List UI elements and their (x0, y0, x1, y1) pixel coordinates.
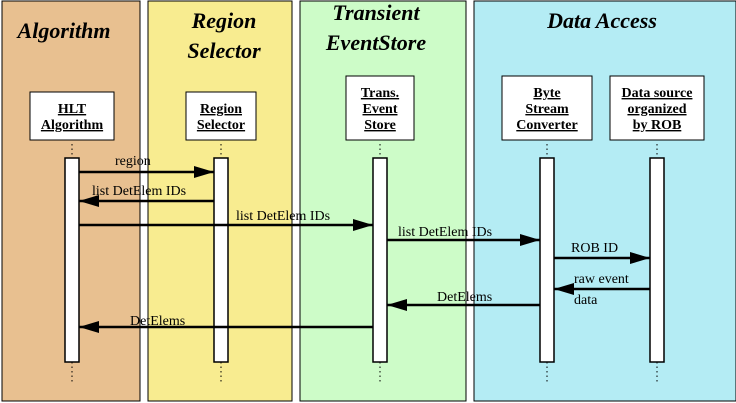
activation-bar (213, 157, 229, 363)
lifeline-label: HLT (58, 102, 87, 117)
activation-bar (649, 157, 665, 363)
message-label: region (115, 154, 151, 169)
message-label: list DetElem IDs (236, 209, 330, 224)
message-label: list DetElem IDs (398, 225, 492, 240)
column-data-access-background (473, 0, 736, 402)
message-label: data (574, 293, 598, 308)
lifeline-label: Selector (197, 118, 245, 133)
lifeline-label: Data source (622, 86, 693, 101)
column-data-access: Data Access (473, 0, 736, 402)
column-title: EventStore (325, 30, 426, 55)
message-detelems-2: DetElems (79, 314, 373, 333)
lifeline-label: Event (363, 102, 398, 117)
lifeline-label: Stream (525, 102, 569, 117)
lifeline-box (185, 91, 257, 141)
message-label: DetElems (437, 290, 492, 305)
lifeline-label: Trans. (361, 86, 399, 101)
column-title: Data Access (546, 8, 657, 33)
lifeline-label: organized (627, 102, 686, 117)
activation-bar (64, 157, 80, 363)
lifeline-box (501, 75, 593, 141)
lifeline-trans-event-store: Trans.EventStore (345, 75, 415, 382)
message-label: raw event (574, 272, 629, 287)
message-raw-event-data: raw event data (554, 272, 650, 308)
message-label: ROB ID (571, 241, 618, 256)
message-label: list DetElem IDs (92, 184, 186, 199)
activation-bar (539, 157, 555, 363)
message-region: region (79, 154, 214, 178)
activation-bar (372, 157, 388, 363)
message-detelems-1: DetElems (387, 290, 540, 311)
messages: region list DetElem IDs list DetElem IDs li… (79, 154, 650, 333)
message-list-detelem-ids-1: list DetElem IDs (79, 184, 214, 207)
lifeline-label: Store (364, 118, 396, 133)
column-title: Selector (187, 38, 261, 63)
lifeline-label: Algorithm (41, 118, 104, 133)
column-title: Algorithm (16, 18, 111, 43)
column-title: Region (191, 8, 257, 33)
lifeline-box (29, 91, 115, 141)
lifeline-box (345, 75, 415, 141)
lifeline-label: Region (200, 102, 242, 117)
lifeline-label: by ROB (633, 118, 682, 133)
message-rob-id: ROB ID (554, 241, 650, 264)
column-title: Transient (332, 0, 420, 25)
message-list-detelem-ids-2: list DetElem IDs (79, 209, 373, 231)
message-list-detelem-ids-3: list DetElem IDs (387, 225, 540, 246)
message-label: DetElems (130, 314, 185, 329)
lifeline-box (609, 75, 705, 141)
lifeline-label: Byte (533, 86, 560, 101)
lifeline-label: Converter (516, 118, 577, 133)
